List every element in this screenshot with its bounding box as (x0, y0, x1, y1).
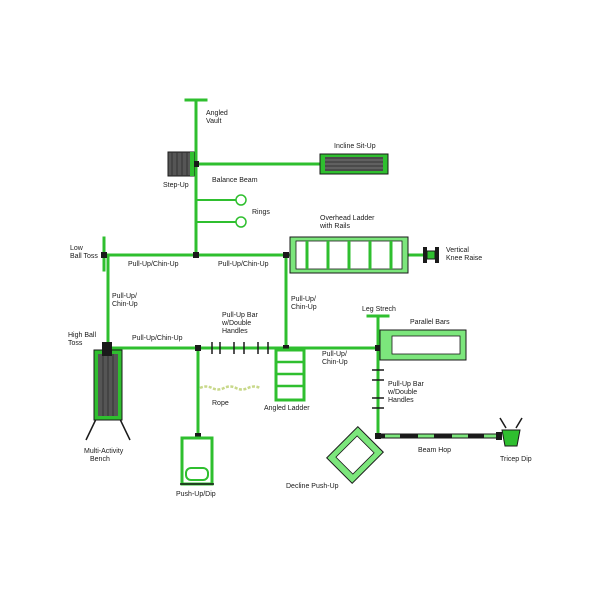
beam-network (102, 98, 427, 438)
label-multi-activity-bench-2: Bench (90, 456, 110, 463)
junction (195, 433, 201, 439)
label-step-up: Step-Up (163, 182, 189, 189)
vertical-knee-raise-station (423, 247, 439, 263)
label-high-ball-toss-2: Toss (68, 340, 83, 347)
label-angled-vault-2: Vault (206, 118, 221, 125)
label-vertical-knee-raise: Vertical (446, 247, 469, 254)
label-pull-up-bar-handles-right-3: Handles (388, 397, 414, 404)
junction (193, 252, 199, 258)
push-up-dip-station (180, 436, 214, 486)
label-low-ball-toss-2: Ball Toss (70, 253, 98, 260)
step-up-station (167, 151, 195, 177)
junction (195, 345, 201, 351)
label-high-ball-toss: High Ball (68, 332, 96, 339)
label-overhead-ladder: Overhead Ladder (320, 215, 375, 222)
junction (283, 252, 289, 258)
label-pull-up-center: Pull-Up/Chin-Up (218, 261, 269, 268)
label-pull-up-lower: Pull-Up/Chin-Up (132, 335, 183, 342)
tricep-dip-station (499, 417, 523, 447)
label-decline-push-up: Decline Push-Up (286, 483, 339, 490)
junction (101, 252, 107, 258)
label-pull-up-vert-center-2: Chin-Up (291, 304, 317, 311)
decline-push-up-station (326, 426, 384, 484)
label-pull-up-vert-left-2: Chin-Up (112, 301, 138, 308)
beam-hop-station (378, 432, 502, 440)
label-push-up-dip: Push-Up/Dip (176, 491, 216, 498)
label-vertical-knee-raise-2: Knee Raise (446, 255, 482, 262)
label-multi-activity-bench: Multi-Activity (84, 448, 124, 455)
rope-station (199, 385, 261, 391)
label-tricep-dip: Tricep Dip (500, 456, 532, 463)
label-angled-ladder: Angled Ladder (264, 405, 310, 412)
label-angled-vault: Angled (206, 110, 228, 117)
angled-ladder-station (274, 348, 306, 402)
junction (283, 345, 289, 351)
label-incline-sit-up: Incline Sit-Up (334, 143, 376, 150)
label-parallel-bars: Parallel Bars (410, 319, 450, 326)
label-pull-up-right-2: Chin-Up (322, 359, 348, 366)
label-pull-up-vert-left: Pull-Up/ (112, 293, 137, 300)
label-overhead-ladder-2: with Rails (319, 223, 350, 230)
label-pull-up-bar-handles-3: Handles (222, 328, 248, 335)
label-pull-up-bar-handles-right: Pull-Up Bar (388, 381, 424, 388)
label-pull-up-left: Pull-Up/Chin-Up (128, 261, 179, 268)
label-rope: Rope (212, 400, 229, 407)
label-low-ball-toss: Low (70, 245, 84, 252)
incline-sit-up-station (319, 153, 389, 175)
junction (193, 161, 199, 167)
parallel-bars-station (379, 329, 467, 361)
label-pull-up-vert-center: Pull-Up/ (291, 296, 316, 303)
label-balance-beam: Balance Beam (212, 177, 258, 184)
multi-activity-bench-station (85, 342, 131, 441)
label-pull-up-bar-handles: Pull-Up Bar (222, 312, 258, 319)
label-pull-up-bar-handles-right-2: w/Double (387, 389, 417, 396)
label-leg-stretch: Leg Strech (362, 306, 396, 313)
rings-station (196, 194, 247, 228)
overhead-ladder-station (289, 236, 409, 274)
junction (375, 345, 381, 351)
label-beam-hop: Beam Hop (418, 447, 451, 454)
label-rings: Rings (252, 209, 270, 216)
pull-up-bar-handles-center (211, 342, 269, 354)
label-pull-up-right: Pull-Up/ (322, 351, 347, 358)
pull-up-bar-handles-right (372, 369, 384, 409)
station-labels: Angled Vault Incline Sit-Up Step-Up Bala… (68, 110, 532, 498)
label-pull-up-bar-handles-2: w/Double (221, 320, 251, 327)
